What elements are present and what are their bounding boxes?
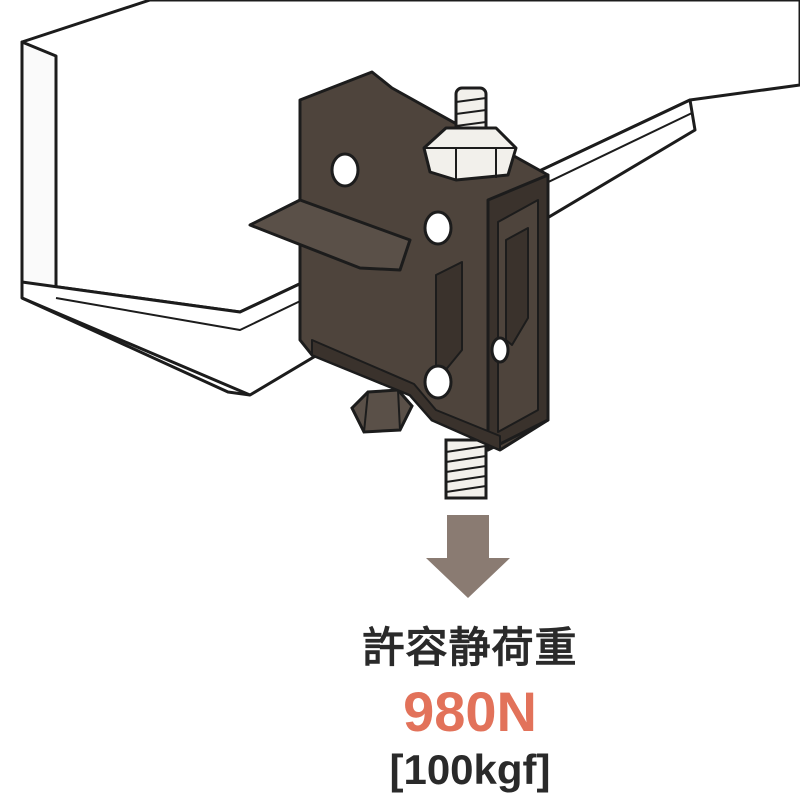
beam-front-edge (21, 296, 251, 397)
hex-nut-icon (422, 126, 518, 182)
load-value-kgf: [100kgf] (389, 746, 551, 793)
top-bolt (422, 86, 518, 182)
lower-hex-nut (350, 388, 414, 434)
arrow-down-icon (426, 515, 510, 598)
clamp-hole-3 (423, 364, 453, 400)
threaded-rod (444, 438, 488, 500)
clamp-tab (248, 198, 412, 272)
clamp-hole-4 (490, 336, 510, 364)
clamp-slot-left (435, 261, 463, 373)
clamp-body (248, 70, 550, 452)
clamp-hole-1 (330, 152, 360, 188)
allowable-static-load-label: 許容静荷重 (362, 623, 578, 672)
beam-vertical-face (20, 40, 58, 300)
clamp-slot-right (505, 227, 529, 346)
load-value-newton: 980N (403, 680, 537, 743)
clamp-hole-2 (423, 210, 453, 246)
